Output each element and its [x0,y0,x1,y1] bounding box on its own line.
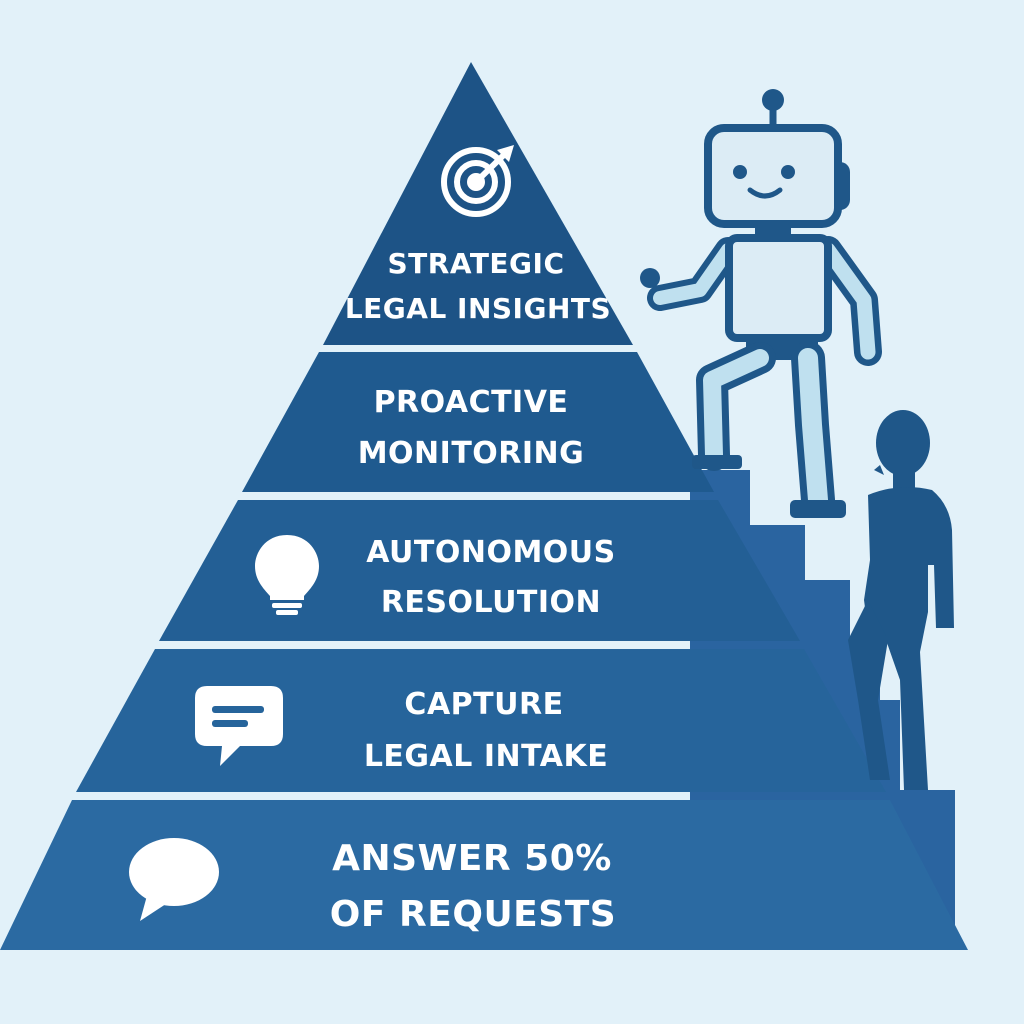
tier-1-label: STRATEGIC LEGAL INSIGHTS [345,247,611,325]
speech-bubble-icon [129,838,219,921]
tier-5-label: ANSWER 50% OF REQUESTS [330,838,616,935]
tier-5-line1: ANSWER 50% [332,838,612,879]
tier-4-shape [76,649,886,792]
tier-1-line1: STRATEGIC [388,247,565,280]
tier-5-line2: OF REQUESTS [330,894,616,935]
tier-4-label: CAPTURE LEGAL INTAKE [364,687,608,774]
lightbulb-icon [255,535,319,615]
tier-3-line1: AUTONOMOUS [366,535,616,570]
tier-2-label: PROACTIVE MONITORING [358,385,585,471]
tier-2-line2: MONITORING [358,436,585,471]
tier-1-line2: LEGAL INSIGHTS [345,292,611,325]
chat-bubble-lines-icon [195,686,283,766]
tier-3-line2: RESOLUTION [381,585,601,620]
tier-2-shape [242,352,714,492]
person-silhouette [848,410,954,790]
tier-5-shape [0,800,968,950]
tier-3-shape [159,500,800,641]
robot-illustration [640,89,882,518]
tier-3-label: AUTONOMOUS RESOLUTION [366,535,616,620]
tier-4-line1: CAPTURE [404,687,563,722]
tier-2-line1: PROACTIVE [374,385,569,420]
tier-4-line2: LEGAL INTAKE [364,739,608,774]
target-icon [441,145,514,217]
pyramid [0,62,968,950]
